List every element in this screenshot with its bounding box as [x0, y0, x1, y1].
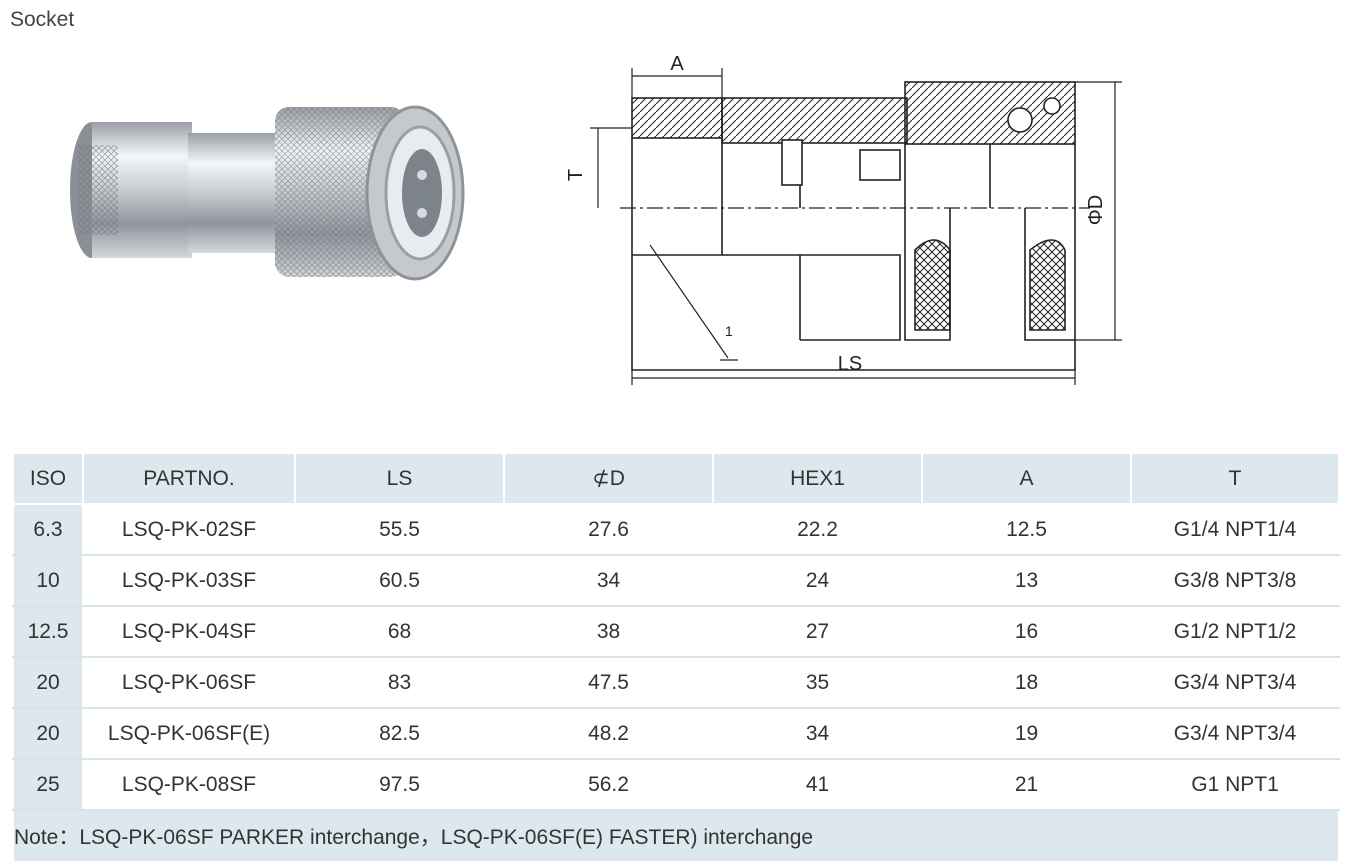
cell-ls: 68 [294, 605, 505, 658]
cell-a: 18 [921, 656, 1132, 709]
cell-hex1: 35 [712, 656, 923, 709]
cell-t: G1 NPT1 [1130, 758, 1340, 811]
cell-a: 12.5 [921, 503, 1132, 556]
col-header-a: A [921, 452, 1132, 505]
cell-t: G3/4 NPT3/4 [1130, 656, 1340, 709]
cell-t: G1/2 NPT1/2 [1130, 605, 1340, 658]
cell-a: 13 [921, 554, 1132, 607]
table-row: 10 LSQ-PK-03SF 60.5 34 24 13 G3/8 NPT3/8 [12, 554, 1340, 607]
cell-partno: LSQ-PK-06SF [82, 656, 296, 709]
cell-ls: 55.5 [294, 503, 505, 556]
cell-ls: 60.5 [294, 554, 505, 607]
cell-ls: 97.5 [294, 758, 505, 811]
cell-t: G1/4 NPT1/4 [1130, 503, 1340, 556]
dim-label-a: A [670, 53, 684, 75]
cell-a: 21 [921, 758, 1132, 811]
table-row: 6.3 LSQ-PK-02SF 55.5 27.6 22.2 12.5 G1/4… [12, 503, 1340, 556]
cell-partno: LSQ-PK-06SF(E) [82, 707, 296, 760]
cell-iso: 20 [12, 656, 84, 709]
socket-drawing: A T ΦD LS 1 [565, 53, 1122, 385]
cell-hex1: 41 [712, 758, 923, 811]
cell-t: G3/4 NPT3/4 [1130, 707, 1340, 760]
note-row: Note：LSQ-PK-06SF PARKER interchange，LSQ-… [12, 809, 1340, 863]
cell-d: 38 [503, 605, 714, 658]
cell-ls: 82.5 [294, 707, 505, 760]
cell-t: G3/8 NPT3/8 [1130, 554, 1340, 607]
col-header-partno: PARTNO. [82, 452, 296, 505]
col-header-ls: LS [294, 452, 505, 505]
dim-label-d: ΦD [1085, 195, 1107, 225]
cell-iso: 10 [12, 554, 84, 607]
col-header-iso: ISO [12, 452, 84, 505]
cell-d: 56.2 [503, 758, 714, 811]
cell-partno: LSQ-PK-02SF [82, 503, 296, 556]
cell-a: 19 [921, 707, 1132, 760]
cell-hex1: 24 [712, 554, 923, 607]
cell-d: 47.5 [503, 656, 714, 709]
cell-iso: 12.5 [12, 605, 84, 658]
cell-hex1: 22.2 [712, 503, 923, 556]
spec-table: ISO PARTNO. LS ⊄D HEX1 A T 6.3 LSQ-PK-02… [12, 452, 1340, 863]
table-row: 20 LSQ-PK-06SF 83 47.5 35 18 G3/4 NPT3/4 [12, 656, 1340, 709]
cell-partno: LSQ-PK-08SF [82, 758, 296, 811]
cell-ls: 83 [294, 656, 505, 709]
table-row: 25 LSQ-PK-08SF 97.5 56.2 41 21 G1 NPT1 [12, 758, 1340, 811]
cell-iso: 6.3 [12, 503, 84, 556]
cell-iso: 25 [12, 758, 84, 811]
cell-d: 27.6 [503, 503, 714, 556]
cell-hex1: 27 [712, 605, 923, 658]
cell-d: 48.2 [503, 707, 714, 760]
cell-a: 16 [921, 605, 1132, 658]
surface-mark-label: 1 [725, 323, 733, 339]
cell-partno: LSQ-PK-03SF [82, 554, 296, 607]
dim-label-ls: LS [838, 353, 862, 375]
cell-hex1: 34 [712, 707, 923, 760]
table-row: 20 LSQ-PK-06SF(E) 82.5 48.2 34 19 G3/4 N… [12, 707, 1340, 760]
cell-partno: LSQ-PK-04SF [82, 605, 296, 658]
cell-d: 34 [503, 554, 714, 607]
col-header-hex1: HEX1 [712, 452, 923, 505]
table-row: 12.5 LSQ-PK-04SF 68 38 27 16 G1/2 NPT1/2 [12, 605, 1340, 658]
dim-label-t: T [565, 169, 587, 181]
col-header-d: ⊄D [503, 452, 714, 505]
table-note: Note：LSQ-PK-06SF PARKER interchange，LSQ-… [12, 809, 1340, 863]
col-header-t: T [1130, 452, 1340, 505]
cell-iso: 20 [12, 707, 84, 760]
socket-photo [70, 105, 465, 281]
page-title: Socket [10, 8, 75, 31]
table-header-row: ISO PARTNO. LS ⊄D HEX1 A T [12, 452, 1340, 505]
